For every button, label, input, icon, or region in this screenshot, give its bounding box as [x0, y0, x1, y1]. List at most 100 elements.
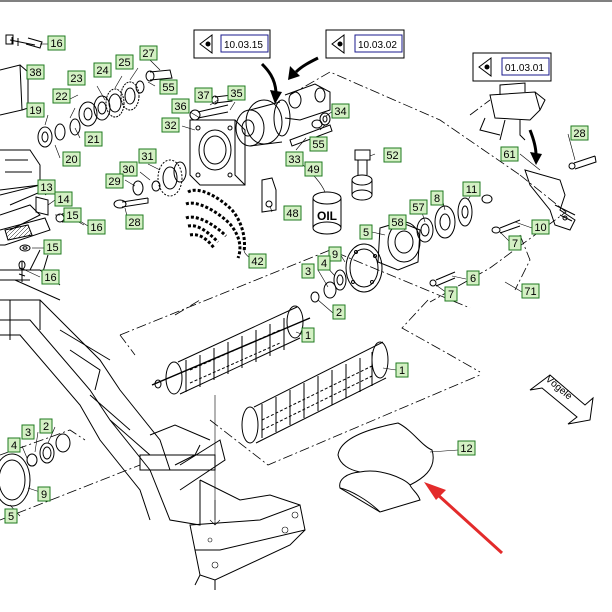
part-number: 9 — [332, 249, 338, 261]
part-number: 57 — [412, 202, 424, 214]
part-number: 16 — [50, 38, 62, 50]
part-callout-16[interactable]: 16 — [87, 219, 106, 235]
part-number: 11 — [466, 184, 477, 196]
part-callout-28[interactable]: 28 — [570, 125, 589, 141]
part-number: 4 — [321, 258, 327, 270]
part-callout-12[interactable]: 12 — [457, 440, 476, 456]
part-callout-4[interactable]: 4 — [317, 255, 331, 271]
reference-code: 10.03.15 — [224, 40, 263, 51]
right-bracket — [524, 155, 597, 231]
part-callout-2[interactable]: 2 — [332, 304, 346, 320]
part-number: 14 — [57, 194, 69, 206]
part-number: 37 — [197, 90, 209, 102]
part-number: 7 — [448, 289, 454, 301]
part-callout-71[interactable]: 71 — [521, 283, 540, 299]
part-callout-16[interactable]: 16 — [47, 35, 66, 51]
part-number: 33 — [288, 154, 300, 166]
reference-box-10-03-15[interactable]: 10.03.15 — [193, 29, 271, 59]
hydraulic-motor-unit — [479, 82, 546, 141]
part-number: 38 — [29, 67, 41, 79]
part-callout-35[interactable]: 35 — [227, 85, 246, 101]
part-callout-1[interactable]: 1 — [301, 327, 315, 343]
part-callout-21[interactable]: 21 — [84, 131, 103, 147]
part-number: 3 — [25, 427, 31, 439]
part-callout-9[interactable]: 9 — [328, 246, 342, 262]
part-callout-42[interactable]: 42 — [248, 253, 267, 269]
part-callout-37[interactable]: 37 — [194, 87, 213, 103]
part-callout-14[interactable]: 14 — [54, 191, 73, 207]
part-callout-34[interactable]: 34 — [331, 103, 350, 119]
part-number: 48 — [286, 208, 298, 220]
part-callout-55[interactable]: 55 — [309, 136, 328, 152]
part-callout-28[interactable]: 28 — [125, 214, 144, 230]
part-number: 12 — [460, 443, 472, 455]
part-callout-61[interactable]: 61 — [500, 146, 519, 162]
center-drive-unit — [189, 83, 373, 201]
part-callout-9[interactable]: 9 — [37, 486, 51, 502]
part-callout-5[interactable]: 5 — [359, 224, 373, 240]
part-callout-22[interactable]: 22 — [52, 88, 71, 104]
part-callout-7[interactable]: 7 — [508, 235, 522, 251]
part-callout-15[interactable]: 15 — [43, 239, 62, 255]
part-number: 1 — [305, 330, 311, 342]
part-callout-3[interactable]: 3 — [21, 424, 35, 440]
part-callout-27[interactable]: 27 — [139, 45, 158, 61]
part-number: 35 — [230, 88, 242, 100]
part-callout-55[interactable]: 55 — [159, 79, 178, 95]
reference-box-10-03-02[interactable]: 10.03.02 — [325, 29, 405, 59]
part-callout-20[interactable]: 20 — [62, 151, 81, 167]
part-number: 27 — [142, 48, 154, 60]
part-callout-29[interactable]: 29 — [105, 173, 124, 189]
part-callout-24[interactable]: 24 — [93, 62, 112, 78]
part-number: 4 — [11, 440, 17, 452]
part-callout-33[interactable]: 33 — [285, 151, 304, 167]
part-number: 28 — [573, 128, 585, 140]
direction-arrow — [529, 374, 594, 425]
part-number: 34 — [334, 106, 346, 118]
reference-code: 10.03.02 — [358, 40, 397, 51]
part-callout-48[interactable]: 48 — [283, 205, 302, 221]
part-callout-13[interactable]: 13 — [37, 179, 56, 195]
part-callout-8[interactable]: 8 — [430, 190, 444, 206]
part-callout-11[interactable]: 11 — [462, 181, 481, 197]
part-number: 49 — [307, 164, 319, 176]
part-number: 24 — [96, 65, 108, 77]
part-callout-19[interactable]: 19 — [26, 102, 45, 118]
part-number: 21 — [87, 134, 99, 146]
part-callout-1[interactable]: 1 — [395, 362, 409, 378]
part-number: 25 — [118, 57, 130, 69]
part-callout-38[interactable]: 38 — [26, 64, 45, 80]
part-number: 52 — [386, 150, 398, 162]
part-callout-23[interactable]: 23 — [67, 70, 86, 86]
part-callout-30[interactable]: 30 — [119, 161, 138, 177]
part-callout-32[interactable]: 32 — [161, 117, 180, 133]
part-callout-5[interactable]: 5 — [4, 508, 18, 524]
part-callout-58[interactable]: 58 — [388, 214, 407, 230]
part-callout-4[interactable]: 4 — [7, 437, 21, 453]
part-number: 22 — [55, 91, 67, 103]
conveyor-belt — [337, 422, 434, 513]
assembly-boundaries — [0, 71, 567, 521]
part-number: 9 — [41, 489, 47, 501]
oil-label: OIL — [317, 209, 337, 223]
leader-lines — [9, 43, 576, 517]
part-callout-31[interactable]: 31 — [138, 148, 157, 164]
part-callout-7[interactable]: 7 — [444, 286, 458, 302]
gear-stack-top-left — [37, 80, 145, 148]
part-callout-25[interactable]: 25 — [115, 54, 134, 70]
chain-link-part — [261, 177, 277, 213]
part-callout-36[interactable]: 36 — [171, 98, 190, 114]
part-callout-2[interactable]: 2 — [39, 418, 53, 434]
part-callout-16[interactable]: 16 — [41, 269, 60, 285]
part-callout-15[interactable]: 15 — [63, 207, 82, 223]
part-callout-10[interactable]: 10 — [531, 219, 550, 235]
part-callout-57[interactable]: 57 — [409, 199, 428, 215]
part-number: 55 — [162, 82, 174, 94]
part-callout-49[interactable]: 49 — [304, 161, 323, 177]
part-number: 58 — [391, 217, 403, 229]
reference-box-01-03-01[interactable]: 01.03.01 — [472, 52, 552, 82]
part-callout-3[interactable]: 3 — [301, 263, 315, 279]
part-callout-52[interactable]: 52 — [383, 147, 402, 163]
part-callout-6[interactable]: 6 — [466, 270, 480, 286]
